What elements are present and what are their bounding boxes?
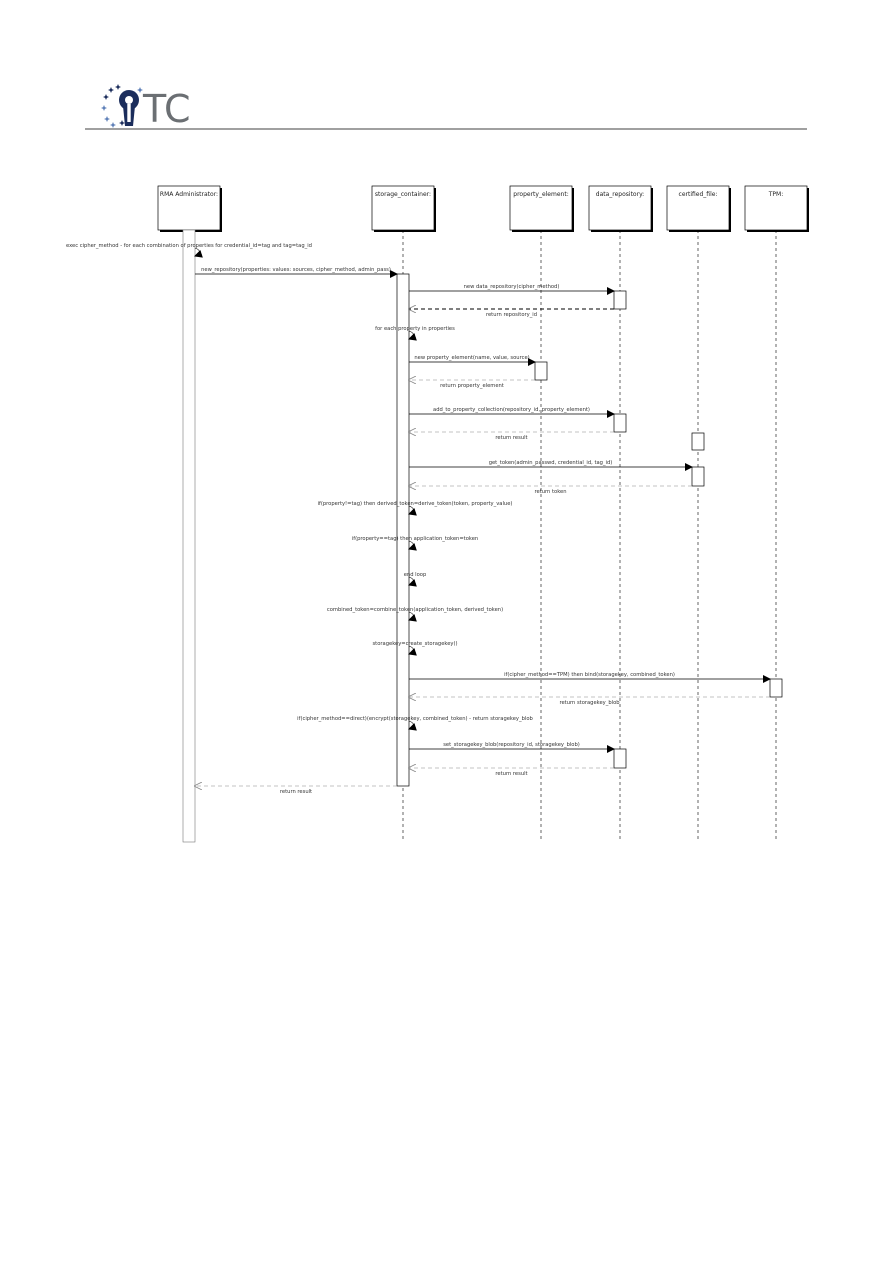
message-label: combined_token=combine_token(application… bbox=[327, 607, 503, 613]
lifeline-box bbox=[588, 185, 652, 231]
message-6: new property_element(name, value, source… bbox=[409, 355, 536, 366]
message-2: new_repository(properties: values: sourc… bbox=[195, 267, 398, 278]
message-18: return storagekey_blob bbox=[409, 697, 770, 706]
lifeline-label: certified_file: bbox=[679, 191, 718, 198]
message-1: exec cipher_method - for each combinatio… bbox=[66, 243, 312, 258]
activation-bar bbox=[769, 678, 783, 698]
activation-bar bbox=[613, 413, 627, 433]
message-5: for each property in properties bbox=[375, 326, 455, 341]
lifeline-label: data_repository: bbox=[596, 191, 644, 198]
lifeline-box bbox=[509, 185, 573, 231]
lifeline-certfile: certified_file: bbox=[666, 185, 731, 842]
message-label: return property_element bbox=[440, 383, 504, 389]
activation-bar bbox=[691, 432, 705, 451]
message-label: if(cipher_method==TPM) then bind(storage… bbox=[504, 672, 675, 678]
message-label: new_repository(properties: values: sourc… bbox=[201, 267, 391, 273]
message-label: new property_element(name, value, source… bbox=[414, 355, 529, 361]
activation-bars bbox=[396, 273, 783, 787]
message-13: if(property==tag) then application_token… bbox=[352, 536, 478, 551]
star-icon bbox=[110, 122, 116, 128]
star-icon bbox=[104, 116, 110, 122]
message-label: return result bbox=[495, 435, 527, 441]
logo-text: TC bbox=[142, 87, 191, 131]
message-4: return repository_id bbox=[409, 309, 614, 318]
message-17: if(cipher_method==TPM) then bind(storage… bbox=[409, 672, 771, 683]
message-label: return result bbox=[280, 789, 312, 795]
message-22: return result bbox=[195, 786, 397, 795]
message-label: for each property in properties bbox=[375, 326, 455, 332]
message-label: get_token(admin_passwd, credential_id, t… bbox=[489, 460, 613, 466]
message-label: if(property==tag) then application_token… bbox=[352, 536, 478, 542]
message-12: if(property!=tag) then derived_token=der… bbox=[318, 501, 513, 516]
activation-bar bbox=[534, 361, 548, 381]
message-11: return token bbox=[409, 486, 692, 495]
self-message-arrow bbox=[408, 330, 417, 341]
lifeline-label: property_element: bbox=[513, 191, 568, 198]
lifeline-label: storage_container: bbox=[375, 191, 431, 198]
star-icon bbox=[108, 87, 114, 93]
self-message-arrow bbox=[194, 247, 203, 258]
star-icon bbox=[137, 87, 143, 93]
message-21: return result bbox=[409, 768, 614, 777]
star-ring-icon bbox=[101, 84, 143, 128]
message-7: return property_element bbox=[409, 380, 535, 389]
lifeline-label: TPM: bbox=[768, 191, 783, 198]
activation-bar bbox=[613, 290, 627, 310]
message-label: storagekey=create_storagekey() bbox=[372, 641, 457, 647]
star-icon bbox=[103, 94, 109, 100]
self-message-arrow bbox=[408, 540, 417, 551]
lifeline-box bbox=[744, 185, 808, 231]
star-icon bbox=[119, 120, 125, 126]
message-20: set_storagekey_blob(repository_id, stora… bbox=[409, 742, 615, 753]
self-message-arrow bbox=[408, 576, 417, 587]
message-9: return result bbox=[409, 432, 614, 441]
message-label: return token bbox=[534, 489, 566, 495]
lifeline-tpm: TPM: bbox=[744, 185, 809, 842]
lifeline-rma: RMA Administrator: bbox=[157, 185, 222, 843]
self-message-arrow bbox=[408, 645, 417, 656]
star-icon bbox=[101, 105, 107, 111]
message-label: set_storagekey_blob(repository_id, stora… bbox=[443, 742, 580, 748]
self-message-arrow bbox=[408, 505, 417, 516]
message-10: get_token(admin_passwd, credential_id, t… bbox=[409, 460, 693, 471]
message-8: add_to_property_collection(repository_id… bbox=[409, 407, 615, 418]
message-label: return result bbox=[495, 771, 527, 777]
message-19: if(cipher_method==direct)(encrypt(storag… bbox=[297, 716, 534, 731]
lifeline-repo: data_repository: bbox=[588, 185, 653, 842]
lifelines: RMA Administrator: storage_container: prop… bbox=[157, 185, 809, 843]
lifeline-label: RMA Administrator: bbox=[160, 191, 218, 198]
lifeline-box bbox=[157, 185, 221, 231]
self-message-arrow bbox=[408, 611, 417, 622]
lifeline-box bbox=[371, 185, 435, 231]
star-icon bbox=[115, 84, 121, 90]
lifeline-property: property_element: bbox=[509, 185, 574, 842]
message-label: end loop bbox=[404, 572, 427, 578]
message-14: end loop bbox=[404, 572, 427, 587]
message-3: new data_repository(cipher_method) bbox=[409, 284, 615, 295]
message-label: if(cipher_method==direct)(encrypt(storag… bbox=[297, 716, 533, 722]
message-label: add_to_property_collection(repository_id… bbox=[433, 407, 590, 413]
message-15: combined_token=combine_token(application… bbox=[327, 607, 503, 622]
message-16: storagekey=create_storagekey() bbox=[372, 641, 458, 656]
activation-bar bbox=[613, 748, 627, 769]
message-label: return repository_id bbox=[486, 312, 537, 318]
messages: exec cipher_method - for each combinatio… bbox=[66, 243, 771, 795]
activation-bar bbox=[691, 466, 705, 487]
self-message-arrow bbox=[408, 720, 417, 731]
actor-bar bbox=[182, 229, 196, 843]
activation-bar bbox=[396, 273, 410, 787]
message-label: exec cipher_method - for each combinatio… bbox=[66, 243, 312, 249]
message-label: return storagekey_blob bbox=[559, 700, 620, 706]
lifeline-box bbox=[666, 185, 730, 231]
lifeline-storage: storage_container: bbox=[371, 185, 436, 842]
message-label: new data_repository(cipher_method) bbox=[464, 284, 560, 290]
keyhole-icon bbox=[119, 90, 139, 126]
itc-logo: TC bbox=[101, 84, 191, 131]
message-label: if(property!=tag) then derived_token=der… bbox=[318, 501, 513, 507]
